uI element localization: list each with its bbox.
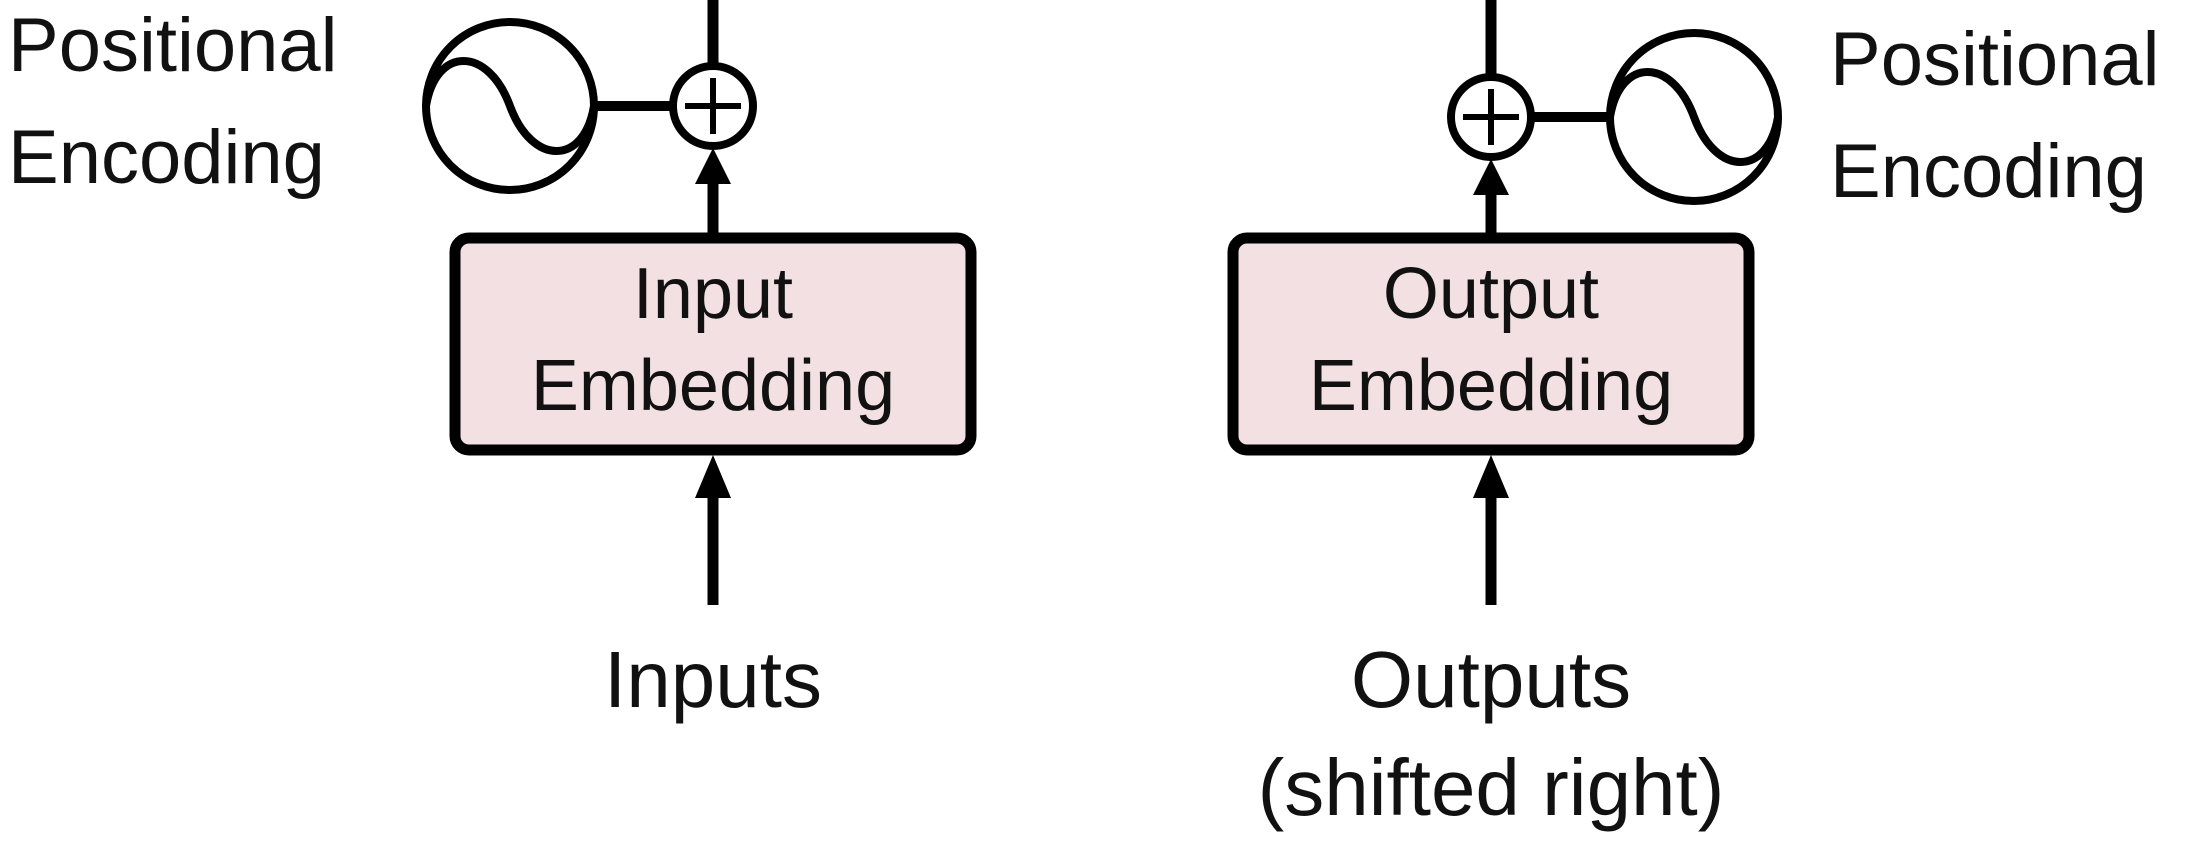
outputs-arrowhead — [1473, 455, 1509, 498]
decoder-pe-label-line2: Encoding — [1830, 129, 2147, 214]
outputs-shifted-label: (shifted right) — [1257, 743, 1725, 832]
inputs-label: Inputs — [604, 635, 822, 724]
output-embedding-box — [1227, 232, 1755, 456]
decoder-embed-to-add-arrowhead — [1473, 159, 1509, 195]
output-embedding-line1: Output — [1382, 254, 1600, 334]
input-embedding-line2: Embedding — [530, 346, 896, 426]
inputs-arrowhead — [695, 455, 731, 498]
encoder-add-icon — [669, 62, 757, 150]
input-embedding-box — [449, 232, 977, 456]
decoder-sine-wave-icon — [1606, 29, 1782, 205]
decoder-pe-label-line1: Positional — [1830, 17, 2160, 102]
encoder-embed-to-add-arrowhead — [695, 148, 731, 184]
encoder-sine-wave-icon — [422, 18, 598, 194]
encoder-pe-label-line1: Positional — [8, 3, 338, 88]
encoder-pe-label-line2: Encoding — [8, 115, 325, 200]
output-embedding-line2: Embedding — [1308, 346, 1674, 426]
input-embedding-line1: Input — [632, 254, 794, 334]
outputs-label: Outputs — [1350, 635, 1632, 724]
decoder-add-icon — [1447, 73, 1535, 161]
